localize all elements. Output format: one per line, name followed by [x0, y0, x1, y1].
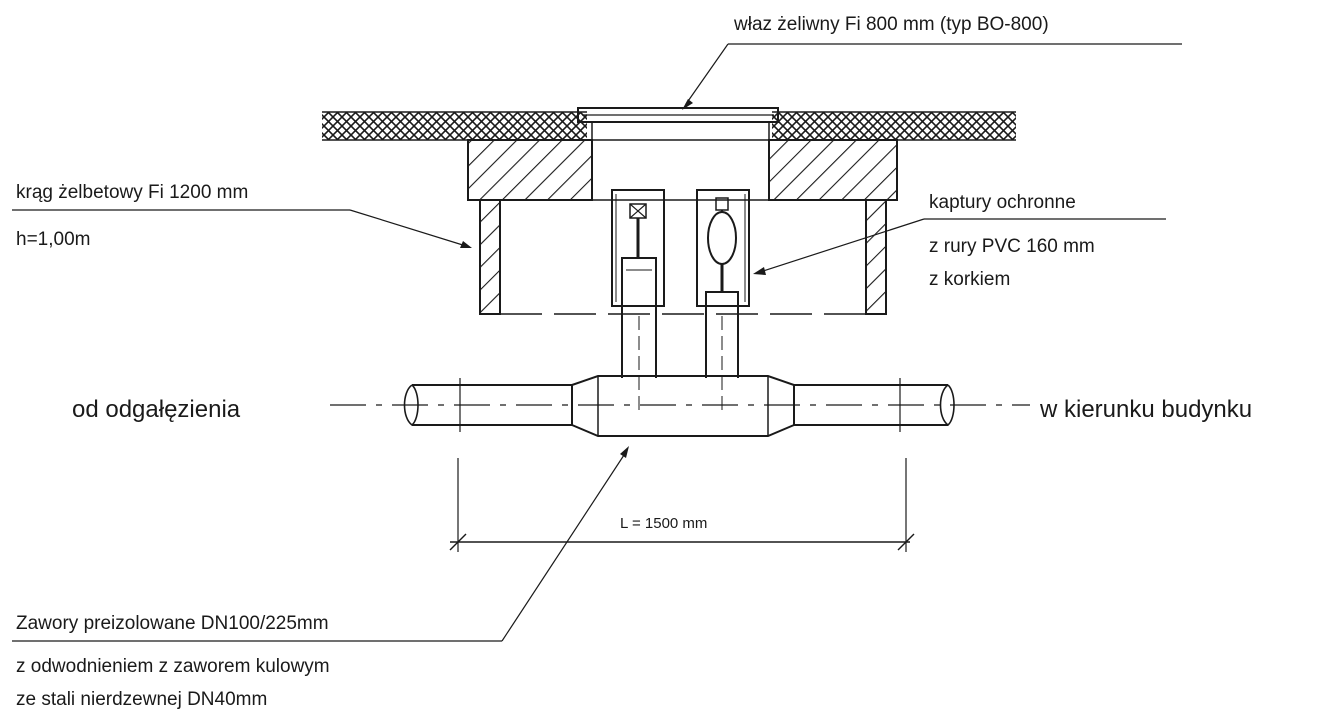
length-label: L = 1500 mm	[620, 515, 707, 532]
manhole-cover-label: właz żeliwny Fi 800 mm (typ BO-800)	[733, 14, 1049, 35]
cover-slab	[467, 139, 898, 201]
ring-label-line2: h=1,00m	[16, 229, 90, 250]
main-pipe	[330, 375, 1030, 437]
caps-label-line1: kaptury ochronne	[929, 192, 1076, 213]
from-branch-label: od odgałęzienia	[72, 396, 241, 423]
protective-cap-right	[696, 189, 750, 307]
valve-stems	[621, 306, 739, 410]
protective-cap-left	[611, 189, 665, 307]
caps-label-line2: z rury PVC 160 mm	[929, 236, 1095, 257]
ring-label-line1: krąg żelbetowy Fi 1200 mm	[16, 182, 248, 203]
caps-label-line3: z korkiem	[929, 269, 1010, 290]
ground-surface	[322, 111, 1016, 141]
valves-label-line2: z odwodnieniem z zaworem kulowym	[16, 656, 330, 677]
valves-label-line1: Zawory preizolowane DN100/225mm	[16, 613, 329, 634]
valves-label-line3: ze stali nierdzewnej DN40mm	[16, 689, 267, 710]
length-dimension	[449, 458, 915, 552]
concrete-ring	[479, 199, 887, 315]
to-building-label: w kierunku budynku	[1039, 396, 1252, 423]
leader-lines	[12, 43, 1182, 642]
manhole-cover	[577, 107, 779, 201]
